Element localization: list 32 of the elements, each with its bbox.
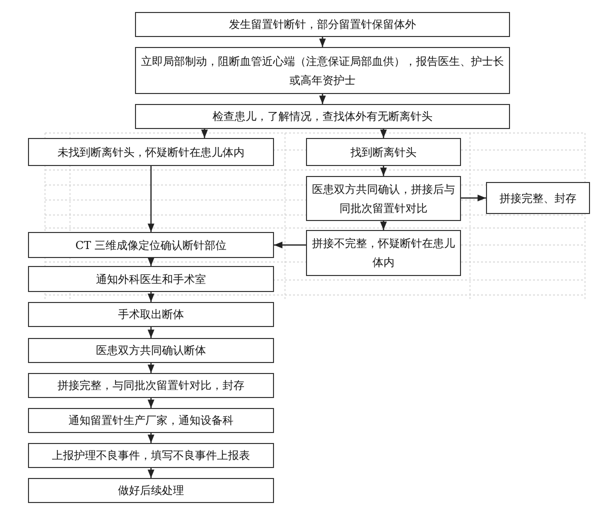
process-box: 发生留置针断针，部分留置针保留体外 [135, 12, 510, 37]
arrow [148, 398, 154, 408]
process-box: 上报护理不良事件，填写不良事件上报表 [28, 443, 274, 468]
process-box: 未找到断离针头，怀疑断针在患儿体内 [28, 138, 274, 166]
arrow [148, 363, 154, 373]
process-box: 拼接完整、封存 [486, 182, 590, 214]
process-box: 检查患儿，了解情况，查找体外有无断离针头 [135, 104, 510, 129]
arrow [380, 166, 387, 176]
arrow [461, 194, 486, 202]
process-box: 做好后续处理 [28, 478, 274, 503]
process-box: 立即局部制动，阻断血管近心端（注意保证局部血供），报告医生、护士长或高年资护士 [135, 47, 510, 94]
arrow [319, 94, 326, 104]
arrow [148, 327, 154, 338]
arrow [319, 37, 326, 47]
process-box: 拼接不完整，怀疑断针在患儿体内 [306, 230, 461, 276]
process-box: 医患双方共同确认，拼接后与同批次留置针对比 [306, 176, 461, 221]
arrow [148, 166, 154, 232]
arrow [274, 242, 306, 248]
arrow [148, 292, 154, 302]
arrow [148, 433, 154, 443]
process-box: 通知留置针生产厂家，通知设备科 [28, 408, 274, 433]
process-box: 医患双方共同确认断体 [28, 338, 274, 363]
arrow [201, 129, 208, 138]
process-box: 手术取出断体 [28, 302, 274, 327]
process-box: 通知外科医生和手术室 [28, 266, 274, 292]
process-box: 找到断离针头 [306, 138, 461, 166]
arrow [380, 221, 387, 230]
arrow [148, 258, 154, 266]
arrow [380, 129, 387, 138]
process-box: 拼接完整，与同批次留置针对比，封存 [28, 373, 274, 398]
process-box: CT 三维成像定位确认断针部位 [28, 232, 274, 258]
arrow [148, 468, 154, 478]
